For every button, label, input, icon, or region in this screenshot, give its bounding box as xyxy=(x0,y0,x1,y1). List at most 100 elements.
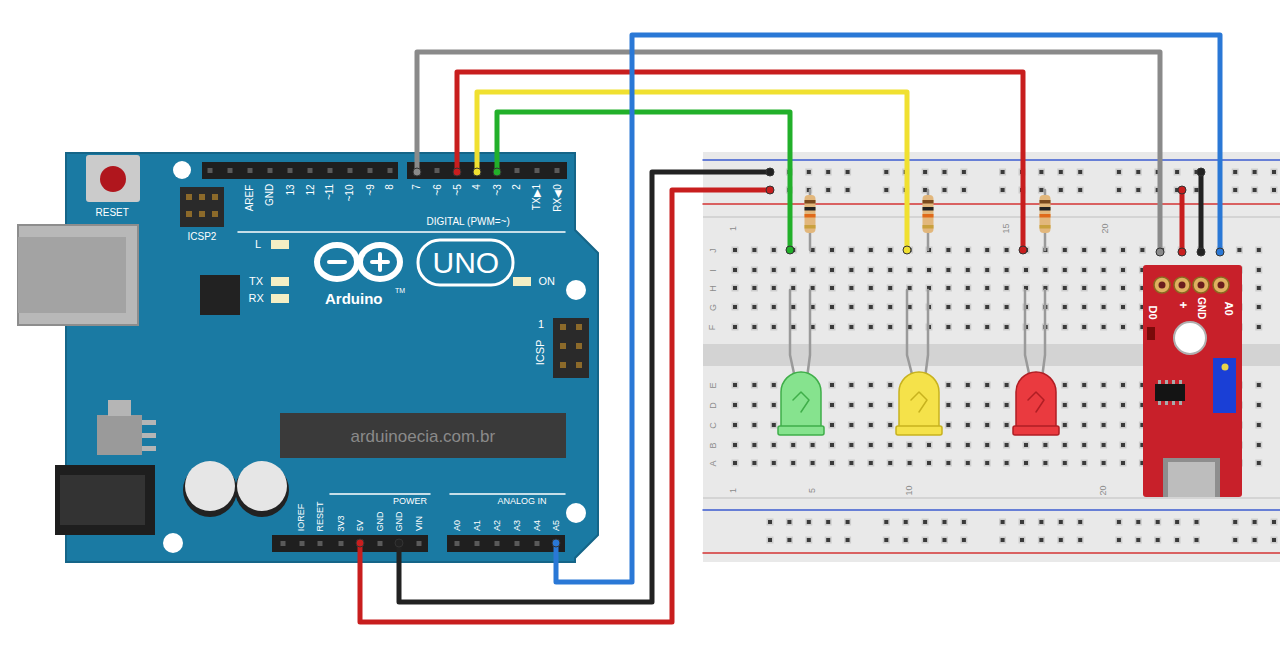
breadboard-hole-frame xyxy=(1003,460,1010,467)
breadboard-hole xyxy=(1257,325,1261,329)
breadboard-hole-frame xyxy=(825,187,832,194)
breadboard-hole xyxy=(1082,248,1086,252)
status-led xyxy=(271,240,289,249)
breadboard-hole-frame xyxy=(1271,169,1278,176)
breadboard-hole xyxy=(1001,170,1005,174)
breadboard-hole xyxy=(1078,170,1082,174)
breadboard-hole-frame xyxy=(1174,537,1181,544)
breadboard-hole-frame xyxy=(1023,442,1030,449)
mounting-hole xyxy=(173,161,191,179)
breadboard-hole-frame xyxy=(1042,267,1049,274)
breadboard-hole-frame xyxy=(1077,519,1084,526)
breadboard-hole xyxy=(752,248,756,252)
pin-label: A1 xyxy=(473,520,482,531)
breadboard-hole xyxy=(1082,443,1086,447)
breadboard-hole xyxy=(1102,248,1106,252)
breadboard-hole-frame xyxy=(1019,537,1026,544)
wire-end xyxy=(1197,168,1205,176)
breadboard-hole xyxy=(985,403,989,407)
breadboard-hole-frame xyxy=(848,324,855,331)
breadboard-hole xyxy=(826,188,830,192)
jumper-wire xyxy=(399,172,770,602)
breadboard-hole-frame xyxy=(1271,537,1278,544)
pin-label: GND xyxy=(395,511,404,531)
breadboard-hole-frame xyxy=(809,442,816,449)
pin-label: 7 xyxy=(412,184,422,190)
breadboard-hole-frame xyxy=(1023,460,1030,467)
usb-connector-inner xyxy=(18,237,126,313)
breadboard-hole-frame xyxy=(1255,285,1262,292)
analog-header xyxy=(447,535,565,552)
header-pin xyxy=(576,362,582,368)
breadboard-hole xyxy=(1082,268,1086,272)
breadboard-hole-frame xyxy=(732,382,739,389)
breadboard-hole xyxy=(772,383,776,387)
breadboard-hole xyxy=(1257,268,1261,272)
breadboard-hole-frame xyxy=(829,442,836,449)
breadboard-hole-frame xyxy=(945,285,952,292)
header-pin xyxy=(186,194,192,200)
breadboard-hole xyxy=(946,286,950,290)
pin-label: A5 xyxy=(552,520,561,531)
breadboard-hole xyxy=(791,461,795,465)
breadboard-hole xyxy=(869,248,873,252)
breadboard-hole xyxy=(1063,383,1067,387)
wire-end xyxy=(1178,186,1186,194)
breadboard-hole-frame xyxy=(1081,422,1088,429)
breadboard-hole xyxy=(772,305,776,309)
breadboard-hole xyxy=(791,286,795,290)
breadboard-hole-frame xyxy=(999,187,1006,194)
breadboard-hole-frame xyxy=(926,267,933,274)
breadboard-hole-frame xyxy=(1057,187,1064,194)
breadboard-hole-frame xyxy=(1023,267,1030,274)
breadboard-hole-frame xyxy=(941,169,948,176)
breadboard-hole xyxy=(1233,520,1237,524)
row-letter: A xyxy=(709,460,718,466)
breadboard-hole-frame xyxy=(964,285,971,292)
breadboard-hole-frame xyxy=(941,187,948,194)
breadboard-hole xyxy=(1078,538,1082,542)
breadboard-hole xyxy=(1001,538,1005,542)
breadboard-hole-frame xyxy=(1061,247,1068,254)
header-pin xyxy=(328,168,333,173)
breadboard-hole xyxy=(966,268,970,272)
breadboard-hole xyxy=(1063,248,1067,252)
breadboard-hole-frame xyxy=(1271,519,1278,526)
breadboard-hole xyxy=(772,461,776,465)
led-rim xyxy=(896,426,942,435)
breadboard-hole xyxy=(1063,325,1067,329)
breadboard-hole xyxy=(768,538,772,542)
breadboard-hole xyxy=(733,325,737,329)
breadboard-hole-frame xyxy=(829,324,836,331)
breadboard-hole-frame xyxy=(732,267,739,274)
breadboard-hole xyxy=(1156,520,1160,524)
breadboard-hole xyxy=(1024,461,1028,465)
breadboard-hole xyxy=(869,383,873,387)
pin-label: A3 xyxy=(513,520,522,531)
breadboard-hole-frame xyxy=(960,519,967,526)
breadboard-hole-frame xyxy=(1061,382,1068,389)
breadboard-hole-frame xyxy=(883,519,890,526)
breadboard-hole xyxy=(908,286,912,290)
breadboard-hole-frame xyxy=(770,324,777,331)
breadboard-hole-frame xyxy=(1255,422,1262,429)
breadboard-hole xyxy=(946,423,950,427)
breadboard-hole-frame xyxy=(1120,422,1127,429)
breadboard-hole xyxy=(869,443,873,447)
header-pin xyxy=(248,168,253,173)
led-leg xyxy=(907,290,913,378)
breadboard-hole xyxy=(772,268,776,272)
breadboard-hole xyxy=(869,268,873,272)
breadboard-hole-frame xyxy=(906,442,913,449)
breadboard-hole-frame xyxy=(844,519,851,526)
breadboard-hole-frame xyxy=(732,304,739,311)
breadboard-hole-frame xyxy=(867,422,874,429)
breadboard-hole xyxy=(846,538,850,542)
breadboard-hole-frame xyxy=(767,169,774,176)
breadboard-hole-frame xyxy=(770,460,777,467)
breadboard-hole xyxy=(1020,520,1024,524)
breadboard-hole xyxy=(908,268,912,272)
breadboard-hole-frame xyxy=(732,402,739,409)
row-letter: C xyxy=(708,422,717,429)
led-die xyxy=(793,392,809,412)
